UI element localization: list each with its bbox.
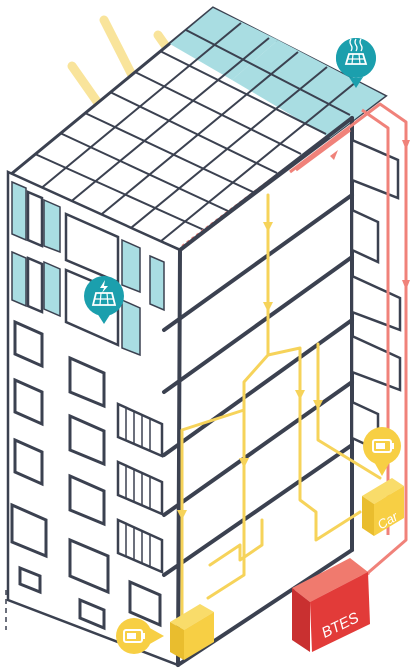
btes-storage-box: BTES xyxy=(292,558,370,652)
left-facade xyxy=(6,172,180,665)
car-battery-box: Car xyxy=(362,478,404,536)
right-balconies xyxy=(352,140,400,450)
battery-icon-right xyxy=(363,427,401,476)
